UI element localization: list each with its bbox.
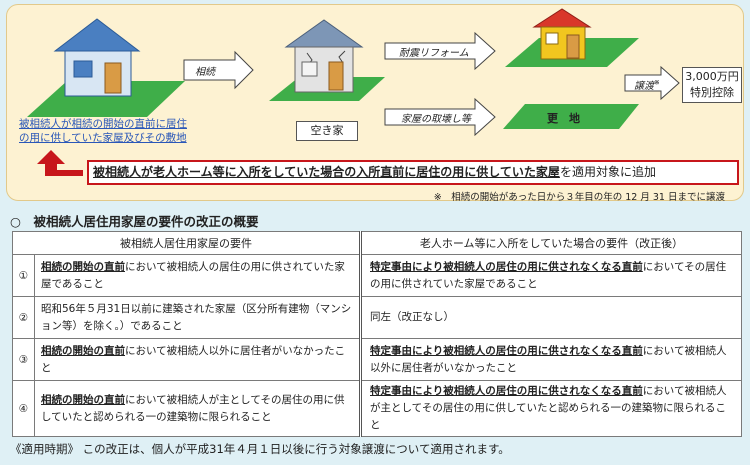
effective-date: 《適用時期》 この改正は、個人が平成31年４月１日以後に行う対象譲渡について適用… (10, 441, 510, 457)
section-title-text: 被相続人居住用家屋の要件の改正の概要 (33, 214, 259, 229)
section-bullet: ○ (10, 214, 21, 229)
body-text: においてその居住の用に供されていた家屋であること (370, 260, 727, 290)
land-caption-line2: の用に供していた家屋及びその敷地 (19, 132, 187, 144)
renovation-arrow (384, 31, 496, 71)
house-grey-roof (284, 19, 364, 48)
requirements-table: 被相続人居住用家屋の要件 老人ホーム等に入所をしていた場合の要件（改正後） ① … (12, 231, 742, 437)
red-return-arrow (37, 150, 83, 176)
amended-requirement: 特定事由により被相続人の居住の用に供されなくなる直前において被相続人以外に居住者… (359, 338, 742, 381)
diagram-graphics (27, 8, 680, 176)
house-grey-door (328, 61, 344, 91)
demolition-label: 家屋の取壊し等 (401, 114, 471, 125)
emphasis-text: 相続の開始の直前 (41, 393, 125, 406)
house-blue-window (73, 60, 93, 78)
current-requirement: 相続の開始の直前において被相続人以外に居住者がいなかったこと (34, 338, 361, 381)
highlight-rest-text: を適用対象に追加 (559, 165, 656, 179)
body-text: において被相続人が主としてその居住の用に供していたと認められる一の建築物に限られ… (41, 393, 345, 423)
deduction-name: 特別控除 (690, 86, 734, 99)
emphasis-text: 相続の開始の直前 (41, 344, 125, 357)
effective-label: 《適用時期》 (10, 442, 79, 456)
emphasis-text: 相続の開始の直前 (41, 260, 125, 273)
current-requirement: 相続の開始の直前において被相続人が主としてその居住の用に供していたと認められる一… (34, 380, 361, 437)
table-header-row: 被相続人居住用家屋の要件 老人ホーム等に入所をしていた場合の要件（改正後） (12, 231, 742, 255)
section-title: ○ 被相続人居住用家屋の要件の改正の概要 (10, 211, 258, 230)
crack (338, 50, 346, 64)
footnote: ※ 相続の開始があった日から３年目の年の 12 月 31 日までに譲渡 (433, 192, 725, 203)
deduction-box: 3,000万円 特別控除 (682, 67, 742, 103)
row-number: ④ (12, 380, 35, 437)
highlight-bold-text: 被相続人が老人ホーム等に入所をしていた場合の入所直前に居住の用に供していた家屋 (93, 165, 560, 179)
body-text: において被相続人以外に居住者がいなかったこと (370, 344, 727, 374)
demolition-arrow (384, 97, 496, 137)
body-text: 昭和56年５月31日以前に建築された家屋（区分所有建物（マンション等）を除く。）… (41, 302, 352, 332)
row-number: ③ (12, 338, 35, 381)
transfer-text: 譲渡 (634, 81, 654, 92)
current-requirement: 相続の開始の直前において被相続人の居住の用に供されていた家屋であること (34, 254, 361, 297)
lawn-4 (503, 104, 639, 129)
row-number: ② (12, 296, 35, 339)
transfer-mark: ※ (654, 78, 660, 87)
inherit-label: 相続 (195, 67, 215, 78)
header-right: 老人ホーム等に入所をしていた場合の要件（改正後） (359, 231, 742, 255)
emphasis-text: 特定事由により被相続人の居住の用に供されなくなる直前 (370, 344, 643, 357)
land-caption-line1: 被相続人が相続の開始の直前に居住 (19, 118, 187, 130)
house-grey-window (301, 61, 318, 77)
emphasis-text: 特定事由により被相続人の居住の用に供されなくなる直前 (370, 385, 643, 397)
amended-requirement: 同左（改正なし） (359, 296, 742, 339)
transfer-label: 譲渡※ (634, 77, 660, 92)
house-red-door (566, 34, 580, 59)
vacant-house-label: 空き家 (296, 121, 358, 141)
table-row: ④ 相続の開始の直前において被相続人が主としてその居住の用に供していたと認められ… (12, 380, 742, 437)
body-text: において被相続人の居住の用に供されていた家屋であること (41, 260, 345, 290)
table-row: ① 相続の開始の直前において被相続人の居住の用に供されていた家屋であること 特定… (12, 254, 742, 297)
inherit-arrow (183, 50, 254, 90)
amendment-highlight: 被相続人が老人ホーム等に入所をしていた場合の入所直前に居住の用に供していた家屋を… (87, 160, 739, 185)
house-red-roof (532, 8, 592, 28)
transfer-arrow (624, 65, 680, 101)
house-blue-roof (53, 18, 141, 52)
body-text: において被相続人が主としてその居住の用に供していたと認められる一の建築物に限られ… (370, 385, 727, 431)
table-row: ③ 相続の開始の直前において被相続人以外に居住者がいなかったこと 特定事由により… (12, 338, 742, 381)
emphasis-text: 特定事由により被相続人の居住の用に供されなくなる直前 (370, 260, 643, 273)
amended-requirement: 特定事由により被相続人の居住の用に供されなくなる直前においてその居住の用に供され… (359, 254, 742, 297)
scheme-diagram: 相続 被相続人が相続の開始の直前に居住 の用に供していた家屋及びその敷地 空き家… (6, 4, 744, 203)
deduction-amount: 3,000万円 (685, 70, 739, 83)
row-number: ① (12, 254, 35, 297)
body-text: 同左（改正なし） (370, 311, 454, 323)
header-left: 被相続人居住用家屋の要件 (12, 231, 361, 255)
vacant-land-label: 更 地 (547, 112, 580, 125)
table-row: ② 昭和56年５月31日以前に建築された家屋（区分所有建物（マンション等）を除く… (12, 296, 742, 339)
house-red-window (545, 32, 559, 45)
effective-text: この改正は、個人が平成31年４月１日以後に行う対象譲渡について適用されます。 (82, 442, 510, 456)
current-requirement: 昭和56年５月31日以前に建築された家屋（区分所有建物（マンション等）を除く。）… (34, 296, 361, 339)
body-text: において被相続人以外に居住者がいなかったこと (41, 344, 346, 374)
renovation-label: 耐震リフォーム (399, 48, 469, 59)
amended-requirement: 特定事由により被相続人の居住の用に供されなくなる直前において被相続人が主としてそ… (359, 380, 742, 437)
house-blue-door (104, 62, 122, 94)
